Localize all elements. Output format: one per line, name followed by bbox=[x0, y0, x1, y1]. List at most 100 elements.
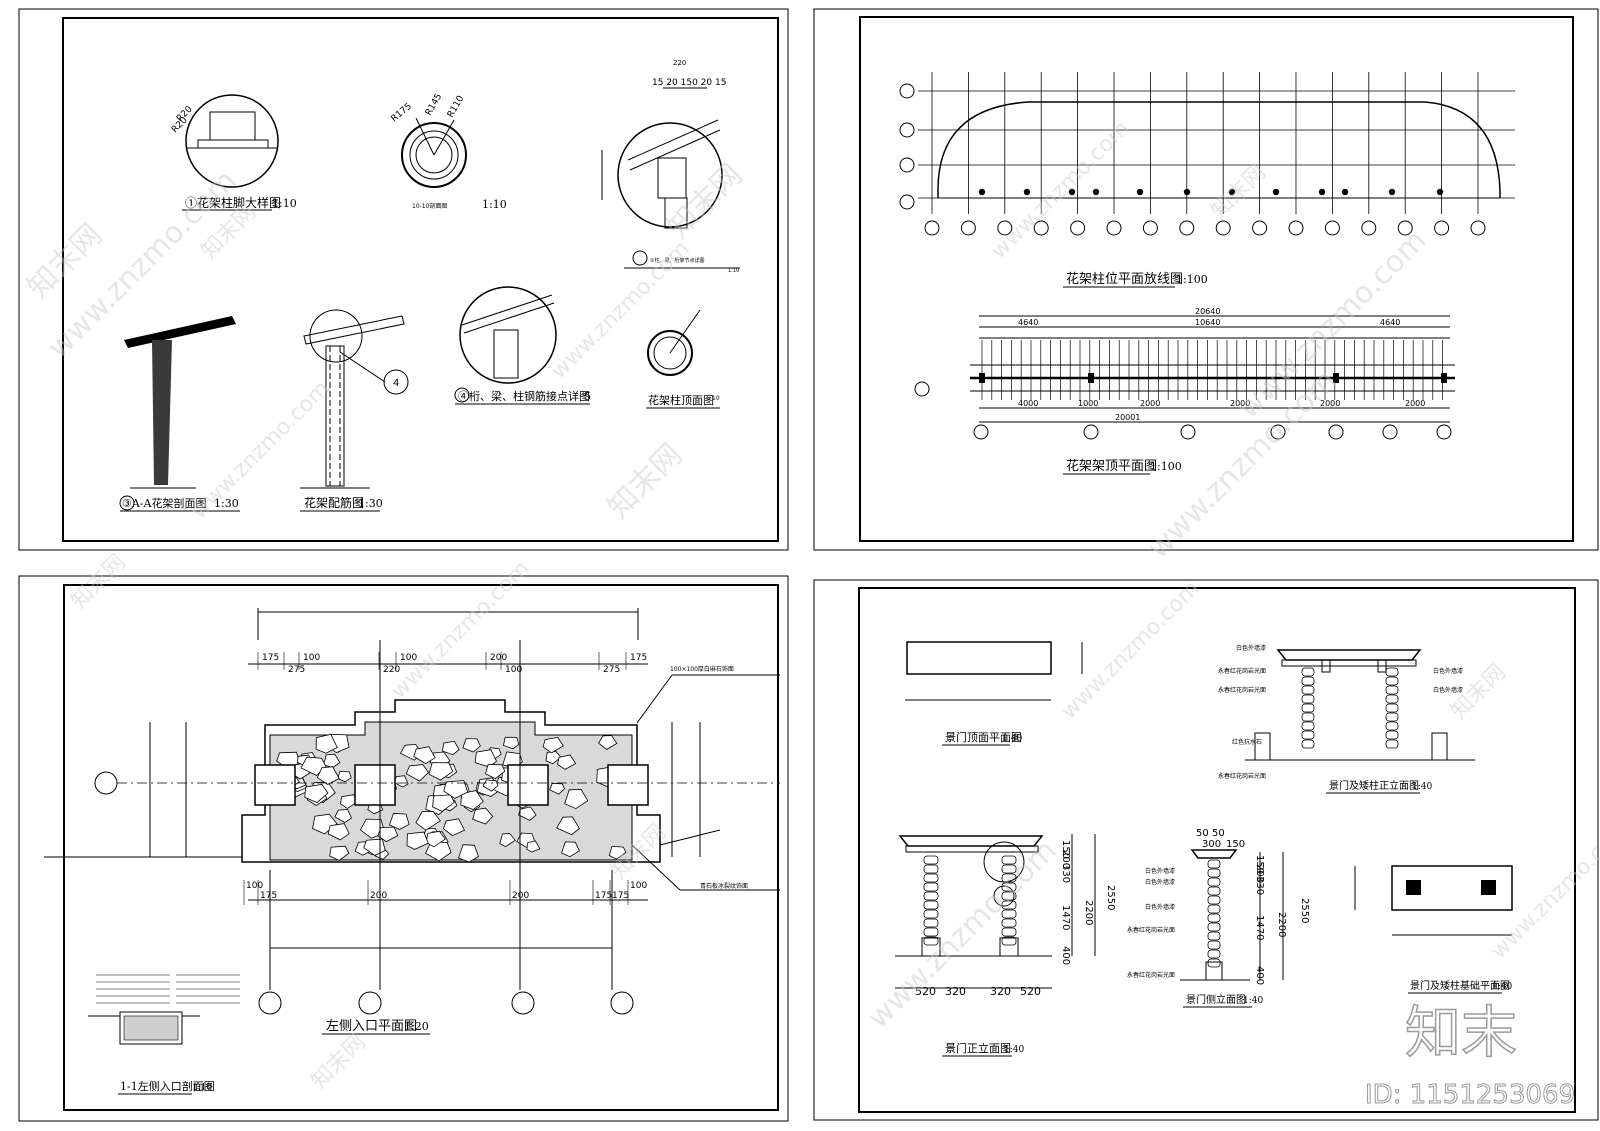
column-segment bbox=[923, 873, 939, 883]
column-dot bbox=[1136, 188, 1144, 196]
axis-bubble bbox=[1179, 220, 1195, 236]
radius-label: R145 bbox=[424, 92, 444, 117]
column-segment bbox=[1207, 922, 1221, 932]
aa-section: ③A-A花架剖面图 1:30 bbox=[119, 316, 240, 512]
note-label: 永春红花岗岩光面 bbox=[1218, 772, 1266, 780]
paving-stone bbox=[462, 738, 481, 753]
axis-bubble bbox=[1180, 424, 1196, 440]
watermark-text: 知末网 bbox=[307, 1030, 371, 1094]
column-segment bbox=[1207, 886, 1221, 896]
elev-scale: 1:40 bbox=[1412, 782, 1432, 792]
axis-bubble bbox=[960, 220, 976, 236]
watermark-text: www.znzmo.com bbox=[547, 236, 695, 384]
column-segment bbox=[1301, 721, 1315, 731]
paving-stone bbox=[300, 756, 327, 776]
dim-label: 50 bbox=[1196, 828, 1209, 839]
section-title: 1-1左侧入口剖面图 bbox=[120, 1079, 215, 1093]
axis-bubble bbox=[1328, 424, 1344, 440]
paving-stone bbox=[413, 746, 436, 765]
detail-scale: 1:30 bbox=[214, 497, 239, 510]
detail-title: 花架配筋图 bbox=[304, 495, 364, 510]
dim-label: 2200 bbox=[1083, 900, 1094, 925]
note-label: 100×100厚白麻石饰面 bbox=[670, 665, 734, 673]
paving-stone bbox=[428, 762, 454, 781]
column-dot bbox=[1023, 188, 1031, 196]
column-segment bbox=[1001, 855, 1017, 865]
paving-stone bbox=[377, 826, 399, 843]
paving-stone bbox=[499, 833, 516, 848]
dim-label: 1470 bbox=[1060, 905, 1071, 930]
dim-label: 175 bbox=[262, 653, 279, 663]
watermark-text: www.znzmo.com bbox=[1487, 816, 1600, 964]
watermark-text: www.znzmo.com bbox=[861, 833, 1064, 1036]
dim-label: 275 bbox=[603, 665, 620, 675]
column-dot bbox=[1228, 188, 1236, 196]
dim-label: 175 bbox=[612, 891, 629, 901]
dim-label: 2550 bbox=[1105, 885, 1116, 910]
dim-label: 330 bbox=[1060, 864, 1071, 883]
paving-stone bbox=[608, 845, 627, 860]
paving-stone bbox=[561, 841, 580, 858]
dim-label: 200 bbox=[1060, 850, 1071, 869]
dim-label: 100 bbox=[630, 881, 647, 891]
column-segment bbox=[1001, 864, 1017, 874]
sheet-frames bbox=[18, 8, 1599, 1122]
paving-stone bbox=[315, 733, 338, 754]
dim-label: 200 bbox=[512, 891, 529, 901]
dim-bottom: 2000 bbox=[1230, 399, 1250, 408]
note-label: 白色外墙漆 bbox=[1145, 867, 1175, 875]
detail-scale: 1:10 bbox=[272, 197, 297, 210]
dim-total: 20640 bbox=[1195, 307, 1220, 316]
column-segment bbox=[1301, 739, 1315, 749]
watermark-text: www.znzmo.com bbox=[387, 556, 535, 704]
note-label: 永春红花岗岩光面 bbox=[1218, 667, 1266, 675]
gate-top-plan: 景门顶面平面图 1:40 bbox=[905, 641, 1083, 746]
detail-title: ②柱、梁、桁架节点详图 bbox=[650, 257, 704, 264]
column-segment bbox=[923, 936, 939, 946]
elev-title: 景门正立面图 bbox=[945, 1041, 1011, 1055]
column-segment bbox=[1001, 891, 1017, 901]
paving-stone bbox=[415, 811, 441, 831]
paving-stone bbox=[425, 830, 446, 848]
paving-stone bbox=[442, 818, 466, 837]
dim-label: 520 bbox=[1020, 985, 1041, 998]
column-dot bbox=[978, 188, 986, 196]
radius-label: R110 bbox=[446, 94, 467, 120]
column-top-detail: 花架柱顶面图 10 bbox=[646, 309, 720, 409]
column-segment bbox=[1385, 676, 1399, 686]
paving-stone bbox=[337, 771, 352, 783]
elev-scale: 1:40 bbox=[1004, 1045, 1024, 1055]
plan-scale: 1:40 bbox=[1002, 734, 1022, 744]
column-segment bbox=[1301, 676, 1315, 686]
plan-title: 花架柱位平面放线图 bbox=[1066, 271, 1183, 287]
column-segment bbox=[923, 864, 939, 874]
sheet-top-left: R20 R20 ①花架柱脚大样图 1:10 R175 R145 R110 10-… bbox=[119, 59, 740, 512]
paving-stone bbox=[441, 740, 460, 756]
paving-stone bbox=[598, 735, 618, 750]
column-segment bbox=[1207, 958, 1221, 968]
watermark-text: www.znzmo.com bbox=[987, 116, 1135, 264]
note-label: 永春红花岗岩光面 bbox=[1127, 926, 1175, 934]
elev-scale: 1:40 bbox=[1243, 996, 1263, 1006]
paving-stone bbox=[460, 790, 484, 810]
detail-scale: 1:10 bbox=[482, 198, 507, 211]
detail-title: 10-10剖面图 bbox=[412, 202, 447, 210]
dim-label: 400 bbox=[1060, 946, 1071, 965]
paving-stone bbox=[406, 831, 429, 850]
paving-stone bbox=[443, 780, 469, 799]
gate-side-elevation: 50 50 300 150 白色外墙漆 白色外墙漆 白色外墙漆 永春红花岗岩光面… bbox=[1127, 828, 1284, 1008]
dim-label: 220 bbox=[383, 665, 400, 675]
dim-label: 100 bbox=[505, 665, 522, 675]
dim-label: 275 bbox=[288, 665, 305, 675]
plan-title: 景门及矮柱基础平面图 bbox=[1410, 979, 1510, 992]
column-segment bbox=[1385, 730, 1399, 740]
column-segment bbox=[1207, 913, 1221, 923]
column-segment bbox=[1207, 904, 1221, 914]
axis-bubble bbox=[1033, 220, 1049, 236]
roof-plan: 20640 4640 10640 4640 4000 1000 2000 200… bbox=[914, 307, 1455, 475]
axis-bubble bbox=[1106, 220, 1122, 236]
dim-label: 320 bbox=[990, 985, 1011, 998]
column-segment bbox=[1207, 949, 1221, 959]
watermark-text: www.znzmo.com bbox=[1057, 576, 1205, 724]
